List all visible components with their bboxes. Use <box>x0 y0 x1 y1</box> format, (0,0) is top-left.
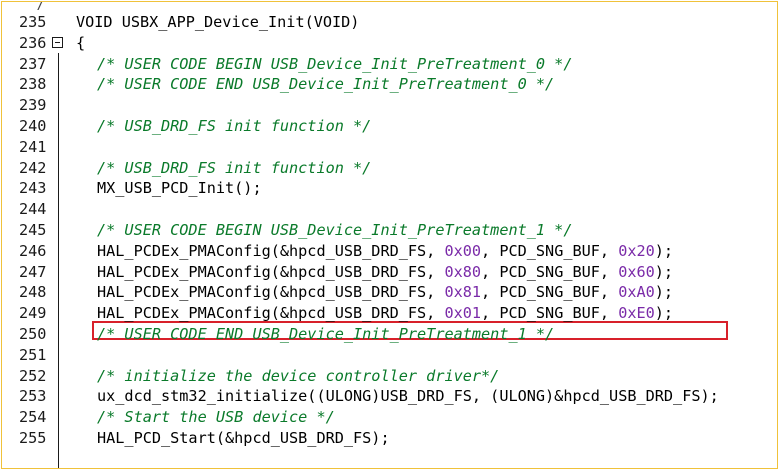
line-number: 235 <box>19 13 47 31</box>
hex-literal: 0x80 <box>444 262 482 281</box>
code-text: /* USER CODE BEGIN USB_Device_Init_PreTr… <box>97 54 572 75</box>
code-token: , PCD_SNG_BUF, <box>481 283 619 302</box>
line-number: 251 <box>19 345 47 364</box>
code-line: 247 HAL_PCDEx_PMAConfig(&hpcd_USB_DRD_FS,… <box>2 262 777 283</box>
code-comment: /* USB_DRD_FS init function */ <box>97 117 372 135</box>
code-token: ); <box>654 262 674 281</box>
line-number: 236 <box>19 33 47 52</box>
code-text: HAL_PCDEx_PMAConfig(&hpcd_USB_DRD_FS, 0x… <box>97 262 673 283</box>
code-text: /* USER CODE END USB_Device_Init_PreTrea… <box>97 324 554 345</box>
code-token: HAL_PCDEx_PMAConfig(&hpcd_USB_DRD_FS, <box>97 304 445 323</box>
code-line: 237 /* USER CODE BEGIN USB_Device_Init_Pr… <box>2 54 777 75</box>
code-token: ); <box>654 304 674 323</box>
code-token: { <box>76 33 86 52</box>
fold-region-line <box>58 53 59 468</box>
code-text: /* USB_DRD_FS init function */ <box>97 158 371 179</box>
code-line: 242 /* USB_DRD_FS init function */ <box>2 158 777 179</box>
code-token: , PCD_SNG_BUF, <box>481 241 619 260</box>
code-text: /* USER CODE END USB_Device_Init_PreTrea… <box>97 74 554 95</box>
code-comment: /* Start the USB device */ <box>97 408 335 427</box>
line-number: 245 <box>19 221 47 239</box>
code-text: HAL_PCDEx_PMAConfig(&hpcd_USB_DRD_FS, 0x… <box>97 282 673 303</box>
code-token: VOID USBX_APP_Device_Init(VOID) <box>76 13 360 31</box>
code-line: 236 { <box>2 33 777 54</box>
line-number: 247 <box>19 262 47 281</box>
line-number: 238 <box>19 75 47 94</box>
code-text: /* USER CODE BEGIN USB_Device_Init_PreTr… <box>97 220 572 241</box>
hex-literal: 0x60 <box>618 262 655 281</box>
line-number: 253 <box>19 387 47 406</box>
code-token: MX_USB_PCD_Init(); <box>97 179 262 198</box>
line-number: 252 <box>19 366 47 385</box>
line-number: 250 <box>19 325 47 343</box>
code-comment: /* USER CODE BEGIN USB_Device_Init_PreTr… <box>97 54 573 73</box>
code-text: HAL_PCDEx_PMAConfig(&hpcd_USB_DRD_FS, 0x… <box>97 241 673 262</box>
highlight-box-line-249 <box>92 321 728 340</box>
fold-minus-icon[interactable] <box>52 36 63 48</box>
code-token: HAL_PCD_Start(&hpcd_USB_DRD_FS); <box>97 429 390 447</box>
code-comment: /* USB_DRD_FS init function */ <box>97 158 372 177</box>
code-token: , PCD_SNG_BUF, <box>481 304 619 323</box>
code-line: 252 /* initialize the device controller d… <box>2 366 777 387</box>
code-text: HAL_PCDEx_PMAConfig(&hpcd_USB_DRD_FS, 0x… <box>97 303 673 324</box>
line-number: 255 <box>19 429 47 447</box>
code-line: 235 VOID USBX_APP_Device_Init(VOID) <box>2 12 777 33</box>
code-comment: /* USER CODE END USB_Device_Init_PreTrea… <box>97 325 555 343</box>
line-number: 248 <box>19 283 47 302</box>
code-line: 243 MX_USB_PCD_Init(); <box>2 178 777 199</box>
code-line: 245 /* USER CODE BEGIN USB_Device_Init_Pr… <box>2 220 777 241</box>
code-line: 246 HAL_PCDEx_PMAConfig(&hpcd_USB_DRD_FS,… <box>2 241 777 262</box>
line-number: 246 <box>19 241 47 260</box>
line-number: 240 <box>19 117 47 135</box>
code-text: /* Start the USB device */ <box>97 407 335 428</box>
code-line: 250 /* USER CODE END USB_Device_Init_PreT… <box>2 324 777 345</box>
line-number: 243 <box>19 179 47 198</box>
code-comment: /* USER CODE BEGIN USB_Device_Init_PreTr… <box>97 221 573 239</box>
code-line: 239 <box>2 95 777 116</box>
hex-literal: 0x81 <box>444 283 482 302</box>
code-line: 251 <box>2 345 777 366</box>
code-comment: /* initialize the device controller driv… <box>97 366 500 385</box>
code-line: 254 /* Start the USB device */ <box>2 407 777 428</box>
code-text: HAL_PCD_Start(&hpcd_USB_DRD_FS); <box>97 428 390 449</box>
clipped-previous-line: / <box>36 2 45 10</box>
line-number: 242 <box>19 158 47 177</box>
code-line: 253 ux_dcd_stm32_initialize((ULONG)USB_DR… <box>2 386 777 407</box>
line-number: 244 <box>19 200 47 219</box>
line-number: 241 <box>19 137 47 156</box>
code-line: 244 <box>2 199 777 220</box>
hex-literal: 0x20 <box>618 241 655 260</box>
line-number: 237 <box>19 54 47 73</box>
code-line: 255 HAL_PCD_Start(&hpcd_USB_DRD_FS); <box>2 428 777 449</box>
code-text: ux_dcd_stm32_initialize((ULONG)USB_DRD_F… <box>97 386 719 407</box>
code-line: 248 HAL_PCDEx_PMAConfig(&hpcd_USB_DRD_FS,… <box>2 282 777 303</box>
code-comment: /* USER CODE END USB_Device_Init_PreTrea… <box>97 75 555 94</box>
code-token: ); <box>654 241 674 260</box>
line-number: 249 <box>19 304 47 323</box>
code-line: 249 HAL_PCDEx_PMAConfig(&hpcd_USB_DRD_FS,… <box>2 303 777 324</box>
code-line: 238 /* USER CODE END USB_Device_Init_PreT… <box>2 74 777 95</box>
hex-literal: 0xA0 <box>618 283 655 302</box>
hex-literal: 0x00 <box>444 241 482 260</box>
code-token: HAL_PCDEx_PMAConfig(&hpcd_USB_DRD_FS, <box>97 283 445 302</box>
code-text: { <box>76 33 85 54</box>
code-text: /* USB_DRD_FS init function */ <box>97 116 371 137</box>
code-line: 240 /* USB_DRD_FS init function */ <box>2 116 777 137</box>
code-token: HAL_PCDEx_PMAConfig(&hpcd_USB_DRD_FS, <box>97 241 445 260</box>
code-text: MX_USB_PCD_Init(); <box>97 178 262 199</box>
hex-literal: 0x01 <box>444 304 482 323</box>
code-editor: 235 VOID USBX_APP_Device_Init(VOID) 236 {23… <box>2 12 777 468</box>
line-number: 254 <box>19 408 47 427</box>
code-text: VOID USBX_APP_Device_Init(VOID) <box>76 12 359 33</box>
code-token: , PCD_SNG_BUF, <box>481 262 619 281</box>
line-number: 239 <box>19 96 47 115</box>
code-text: /* initialize the device controller driv… <box>97 366 499 387</box>
code-token: ); <box>654 283 674 302</box>
code-token: HAL_PCDEx_PMAConfig(&hpcd_USB_DRD_FS, <box>97 262 445 281</box>
hex-literal: 0xE0 <box>618 304 655 323</box>
code-line: 241 <box>2 137 777 158</box>
code-token: ux_dcd_stm32_initialize((ULONG)USB_DRD_F… <box>97 387 719 406</box>
